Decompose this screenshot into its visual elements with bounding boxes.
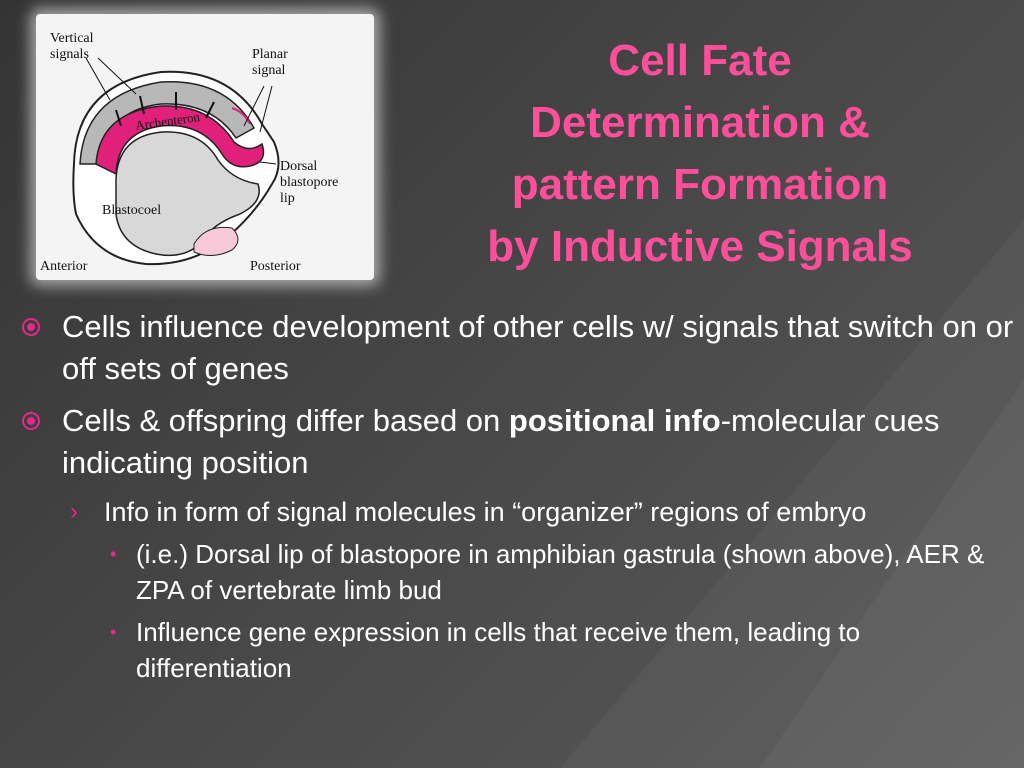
bullet-1-text: Cells influence development of other cel… [62, 309, 1014, 386]
gastrula-diagram: Vertical signals Planar signal Archenter… [36, 14, 374, 280]
dot-icon: • [110, 544, 117, 564]
sub-sub-bullet-2-text: Influence gene expression in cells that … [136, 617, 861, 683]
chevron-right-icon: › [70, 498, 78, 525]
vertical-signals-label-1: Vertical [50, 31, 94, 46]
sub-sub-bullet-1: • (i.e.) Dorsal lip of blastopore in amp… [22, 536, 1016, 608]
slide-body: Cells influence development of other cel… [22, 306, 1016, 692]
bullet-1: Cells influence development of other cel… [22, 306, 1016, 390]
dorsal-lip-label-1: Dorsal [280, 159, 317, 174]
bullet-2-bold-term: positional info [508, 403, 721, 438]
vertical-arrow-2 [139, 95, 145, 115]
mesoderm-band [95, 105, 265, 176]
title-line-4: by Inductive Signals [487, 222, 913, 271]
dorsal-lip-label-3: lip [280, 191, 295, 206]
sub-bullet-1-text: Info in form of signal molecules in “org… [104, 497, 867, 527]
vertical-arrow-4 [205, 101, 215, 119]
bullet-2-text-start: Cells & offspring differ based on [62, 403, 509, 438]
dot-icon: • [110, 622, 117, 642]
sub-sub-bullet-2: • Influence gene expression in cells tha… [22, 614, 1016, 686]
blastocoel-region [115, 131, 260, 257]
vertical-arrow-1 [115, 109, 122, 127]
planar-arrow [231, 107, 251, 125]
posterior-label: Posterior [250, 259, 301, 274]
title-line-3: pattern Formation [511, 160, 889, 209]
bullet-2-text-end: -molecular cues indicating position [62, 403, 940, 480]
title-line-2: Determination & [530, 98, 870, 147]
bullet-circle-icon [22, 318, 40, 336]
vertical-signals-label-2: signals [50, 47, 89, 62]
bullet-circle-icon [22, 412, 40, 430]
planar-signal-label-2: signal [252, 63, 286, 78]
anterior-label: Anterior [40, 259, 88, 274]
yolk-region [193, 226, 239, 256]
title-line-1: Cell Fate [608, 36, 792, 85]
blastocoel-label: Blastocoel [102, 203, 161, 218]
dorsal-lip-label-2: blastopore [280, 175, 338, 190]
sub-sub-bullet-1-text: (i.e.) Dorsal lip of blastopore in amphi… [136, 539, 985, 605]
slide-title: Cell Fate Determination & pattern Format… [400, 30, 1000, 278]
planar-signal-label-1: Planar [252, 47, 288, 62]
bullet-2: Cells & offspring differ based on positi… [22, 400, 1016, 484]
sub-bullet-1: › Info in form of signal molecules in “o… [22, 494, 1016, 530]
